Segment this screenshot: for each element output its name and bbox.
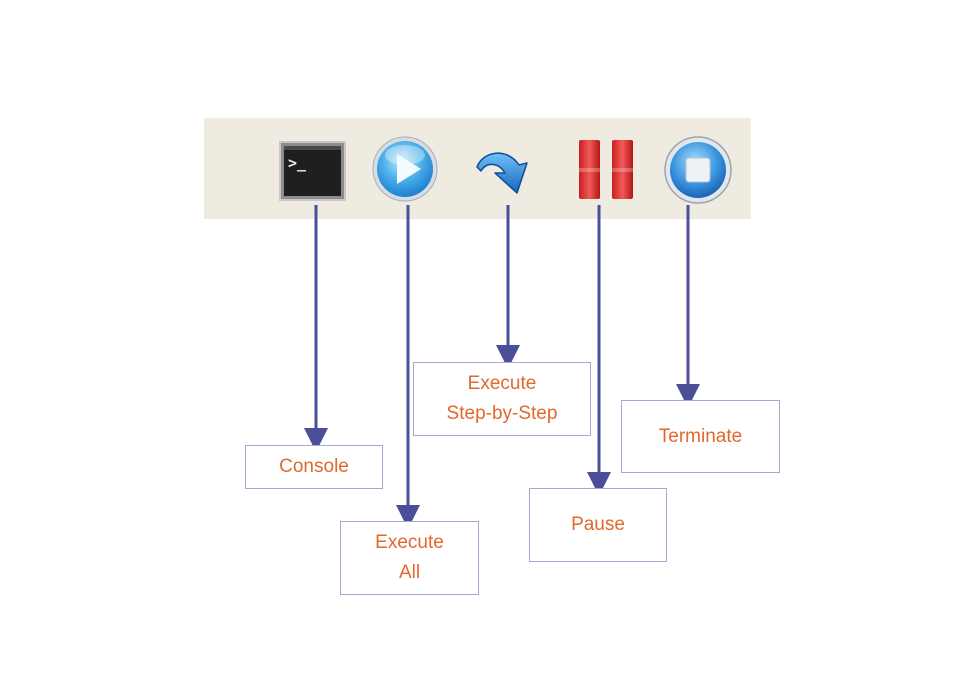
execute-all-label-line2: All: [398, 562, 421, 583]
execute-step-label-line1: Execute: [467, 373, 537, 394]
stop-icon: [664, 136, 732, 204]
execute-all-label-line1: Execute: [375, 532, 444, 553]
console-button[interactable]: >_: [279, 141, 346, 201]
play-icon: [372, 136, 438, 202]
execute-step-label: Execute Step-by-Step: [413, 362, 591, 436]
execute-all-button[interactable]: [371, 135, 439, 203]
svg-text:>_: >_: [288, 154, 307, 172]
pause-label: Pause: [529, 488, 667, 562]
terminate-label-text: Terminate: [658, 425, 743, 447]
terminate-button[interactable]: [663, 135, 733, 205]
execute-all-label: Execute All: [340, 521, 479, 595]
terminate-label: Terminate: [621, 400, 780, 473]
execute-step-label-line2: Step-by-Step: [446, 403, 558, 424]
execute-step-button[interactable]: [473, 143, 538, 203]
step-arrow-icon: [476, 152, 528, 194]
console-label-text: Console: [279, 456, 349, 477]
pause-icon: [579, 140, 633, 199]
console-label: Console: [245, 445, 383, 489]
console-icon: >_: [279, 141, 346, 201]
pause-button[interactable]: [576, 138, 636, 201]
pause-label-text: Pause: [571, 514, 625, 535]
